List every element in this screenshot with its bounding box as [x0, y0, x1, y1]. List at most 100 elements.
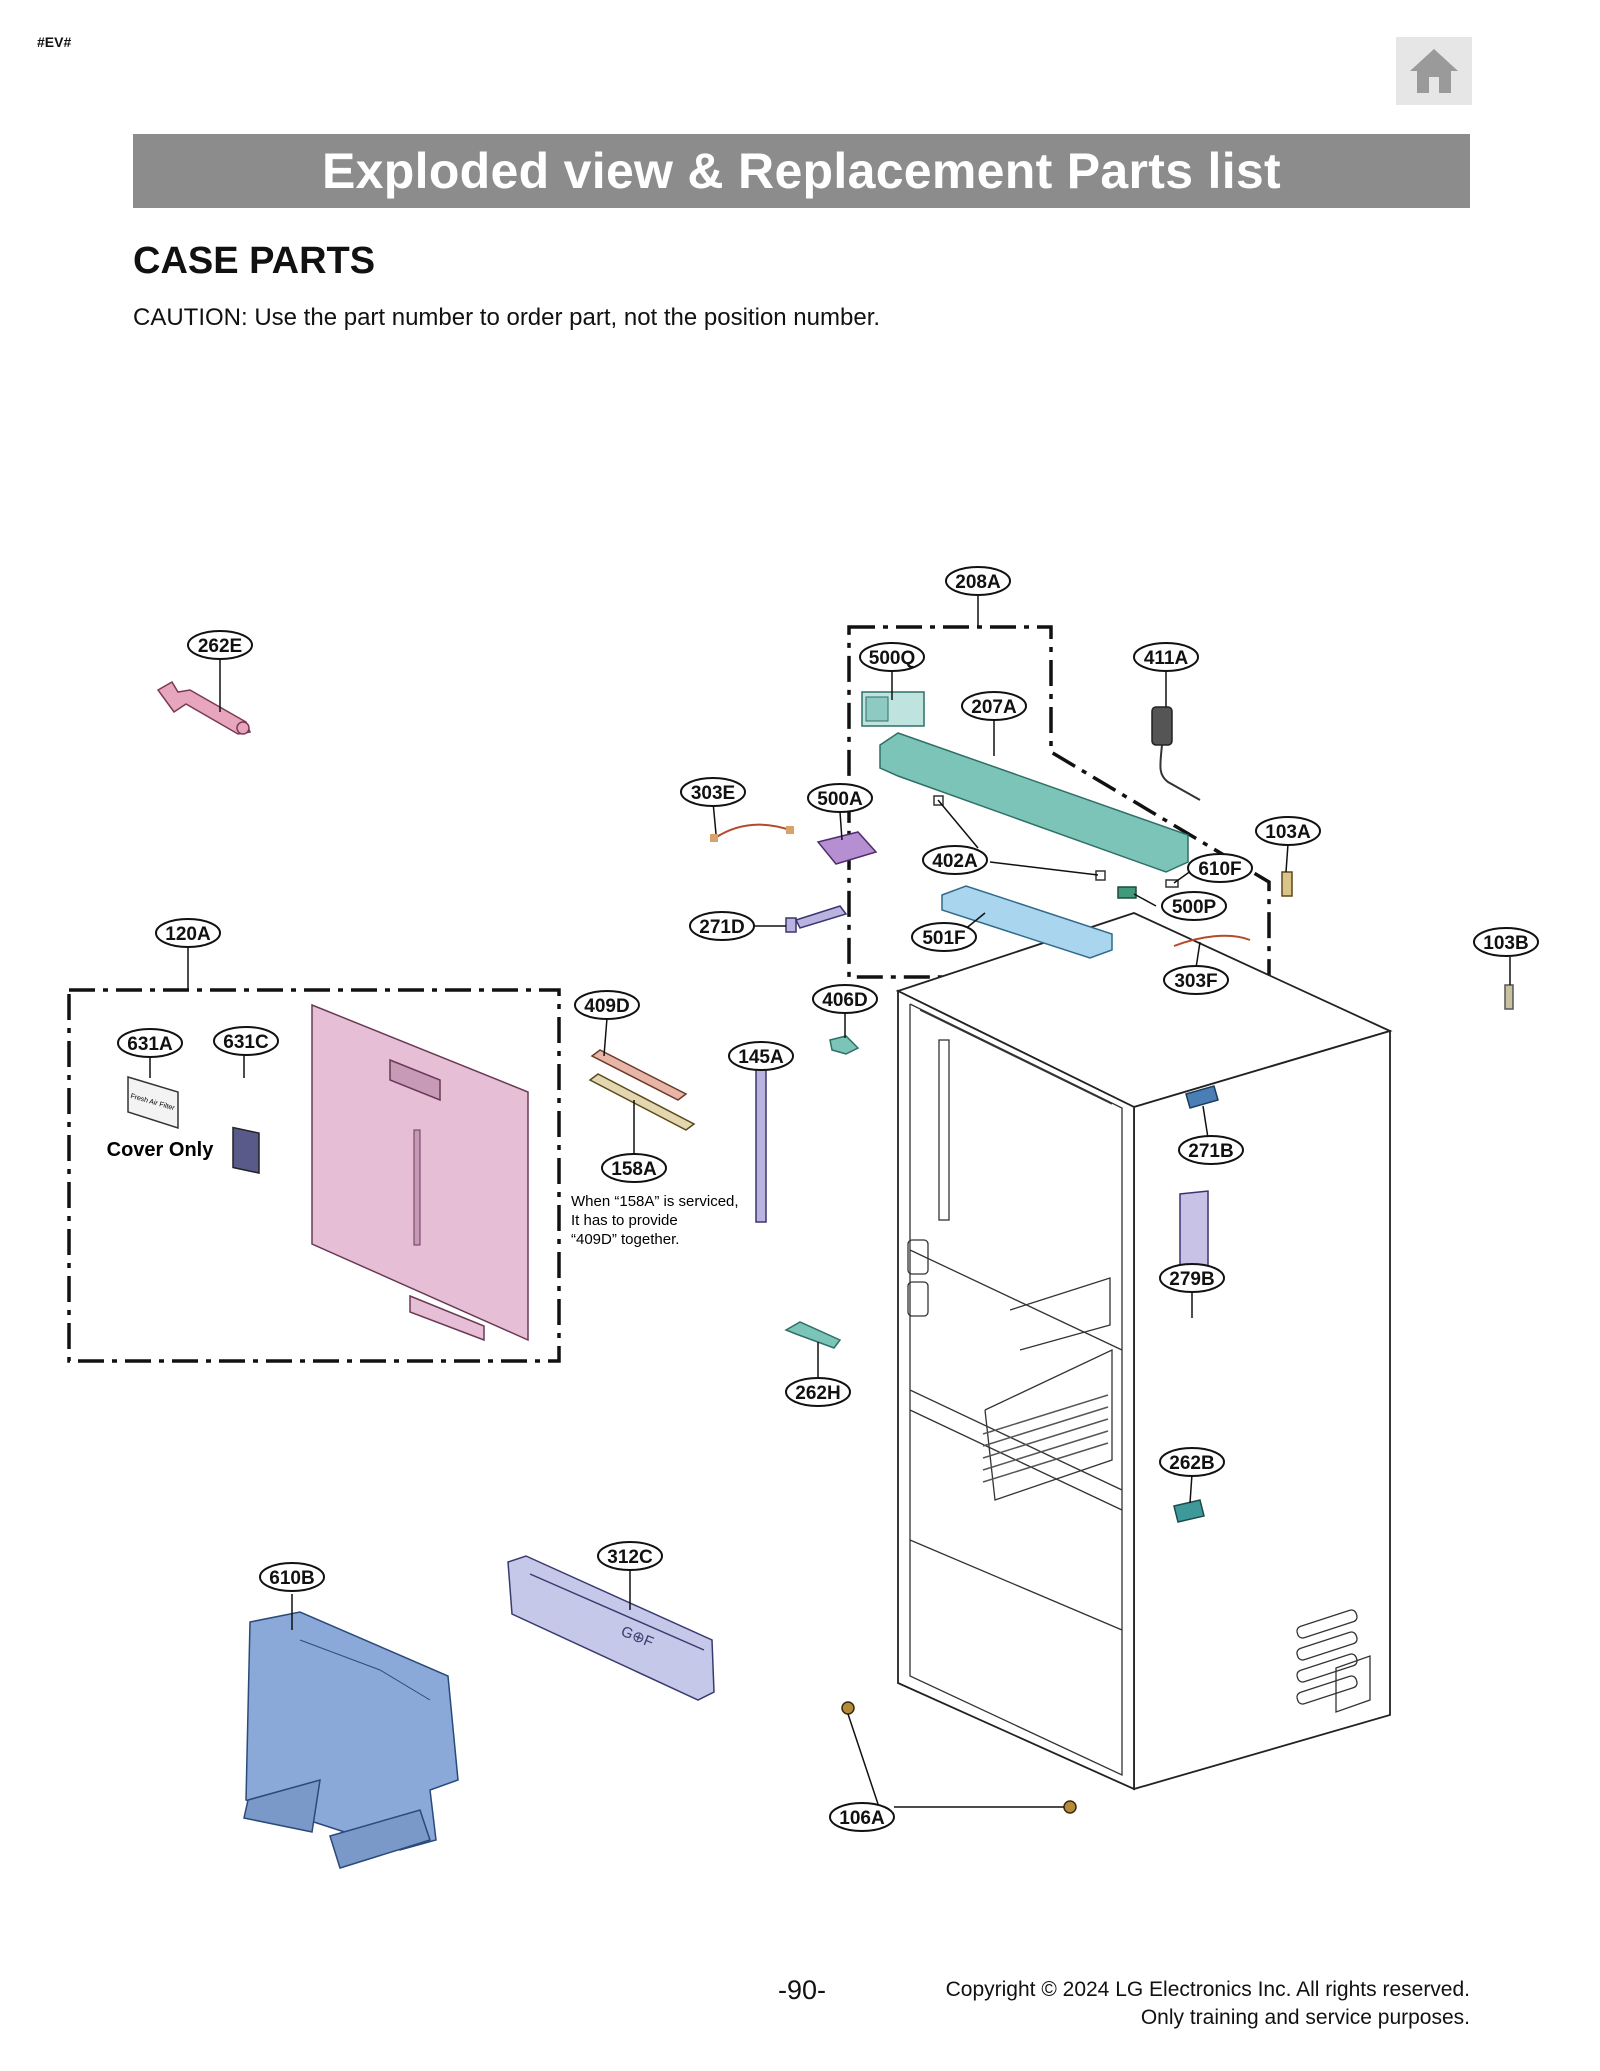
callout-500P: 500P — [1161, 891, 1227, 921]
callout-411A: 411A — [1133, 642, 1199, 672]
page-title: Exploded view & Replacement Parts list — [322, 143, 1281, 199]
svg-text:500P: 500P — [1172, 897, 1217, 918]
part-158A-strip — [588, 1073, 696, 1131]
svg-text:271B: 271B — [1188, 1141, 1233, 1162]
svg-text:It has to provide: It has to provide — [571, 1212, 678, 1229]
svg-text:312C: 312C — [607, 1547, 653, 1568]
callout-312C: 312C — [597, 1541, 663, 1571]
svg-text:631C: 631C — [223, 1032, 269, 1053]
callout-303E: 303E — [680, 777, 746, 807]
part-411A-power-cord — [1151, 706, 1201, 801]
svg-text:500Q: 500Q — [869, 648, 915, 669]
callout-262B: 262B — [1159, 1447, 1225, 1477]
svg-text:406D: 406D — [822, 990, 867, 1011]
callout-262E: 262E — [187, 630, 253, 660]
page-number: -90- — [778, 1975, 827, 2005]
svg-text:103B: 103B — [1483, 933, 1528, 954]
note-cover-only: Cover Only — [107, 1139, 215, 1161]
svg-text:262H: 262H — [795, 1383, 840, 1404]
callout-145A: 145A — [728, 1041, 794, 1071]
caution-note: CAUTION: Use the part number to order pa… — [133, 304, 881, 331]
refrigerator-case — [895, 912, 1393, 1791]
callout-106A: 106A — [829, 1802, 895, 1832]
part-303F-wire-harness — [1173, 934, 1251, 947]
note-158A: When “158A” is serviced, It has to provi… — [571, 1193, 739, 1248]
svg-text:409D: 409D — [584, 996, 629, 1017]
part-406D-bracket — [829, 1035, 860, 1055]
svg-text:158A: 158A — [611, 1159, 657, 1180]
document-code: #EV# — [37, 34, 72, 50]
part-145A-rail — [755, 1059, 767, 1223]
part-631C-filter — [232, 1126, 260, 1174]
callout-158A: 158A — [601, 1153, 667, 1183]
svg-text:279B: 279B — [1169, 1269, 1214, 1290]
part-409D-strip — [590, 1049, 688, 1101]
part-501F-cover — [941, 885, 1113, 959]
svg-text:207A: 207A — [971, 697, 1017, 718]
svg-text:106A: 106A — [839, 1808, 885, 1829]
callout-271D: 271D — [689, 911, 755, 941]
svg-text:When “158A” is serviced,: When “158A” is serviced, — [571, 1193, 739, 1210]
svg-text:103A: 103A — [1265, 822, 1311, 843]
callout-409D: 409D — [574, 990, 640, 1020]
copyright-line-2: Only training and service purposes. — [1140, 2006, 1470, 2029]
part-262H-bracket — [784, 1321, 842, 1349]
part-312C-basket: G⊕F — [507, 1555, 715, 1701]
home-button[interactable] — [1396, 37, 1472, 105]
part-106A-leveler — [841, 1701, 855, 1715]
part-207A-cover — [879, 732, 1189, 873]
callout-262H: 262H — [785, 1377, 851, 1407]
callout-631A: 631A — [117, 1028, 183, 1058]
part-500A-board — [816, 831, 878, 865]
svg-text:“409D” together.: “409D” together. — [571, 1231, 679, 1248]
svg-text:402A: 402A — [932, 851, 978, 872]
copyright-notice: Copyright © 2024 LG Electronics Inc. All… — [946, 1976, 1470, 2032]
home-icon — [1410, 49, 1458, 93]
part-262E-wrench — [156, 680, 252, 735]
part-120A-filter-door — [311, 1003, 529, 1342]
callout-402A: 402A — [922, 845, 988, 875]
part-103B-bracket — [1504, 984, 1514, 1010]
svg-text:271D: 271D — [699, 917, 744, 938]
svg-text:500A: 500A — [817, 789, 863, 810]
callout-500A: 500A — [807, 783, 873, 813]
part-103A-bracket — [1281, 871, 1293, 897]
part-303E-wire-harness — [714, 823, 791, 839]
callout-631C: 631C — [213, 1026, 279, 1056]
rear-vents — [1296, 1609, 1371, 1713]
svg-text:631A: 631A — [127, 1034, 173, 1055]
callout-501F: 501F — [911, 922, 977, 952]
svg-text:303F: 303F — [1174, 971, 1217, 992]
back-grille — [982, 1394, 1109, 1483]
svg-text:610B: 610B — [269, 1568, 314, 1589]
part-271D-hinge — [785, 905, 848, 933]
callout-279B: 279B — [1159, 1263, 1225, 1293]
group-box-120A — [67, 988, 561, 1363]
callout-103A: 103A — [1255, 816, 1321, 846]
callout-103B: 103B — [1473, 927, 1539, 957]
part-610F-connector — [1165, 879, 1179, 888]
svg-text:411A: 411A — [1144, 648, 1189, 669]
callout-303F: 303F — [1163, 965, 1229, 995]
svg-text:262E: 262E — [198, 636, 242, 657]
part-262B-bracket — [1173, 1499, 1205, 1523]
callout-610F: 610F — [1187, 853, 1253, 883]
part-500P-board — [1117, 886, 1137, 899]
part-271B-hinge — [1185, 1085, 1219, 1109]
svg-text:120A: 120A — [165, 924, 211, 945]
svg-text:262B: 262B — [1169, 1453, 1214, 1474]
callout-207A: 207A — [961, 691, 1027, 721]
callout-208A: 208A — [945, 566, 1011, 596]
svg-text:501F: 501F — [922, 928, 965, 949]
svg-text:208A: 208A — [955, 572, 1001, 593]
title-banner: Exploded view & Replacement Parts list — [133, 134, 1470, 208]
part-631A-filter-cover: Fresh Air Filter — [127, 1075, 179, 1130]
svg-text:303E: 303E — [691, 783, 735, 804]
part-610B-air-duct — [243, 1611, 459, 1869]
callout-406D: 406D — [812, 984, 878, 1014]
svg-text:610F: 610F — [1198, 859, 1241, 880]
section-title: CASE PARTS — [133, 240, 376, 282]
callout-500Q: 500Q — [859, 642, 925, 672]
callout-271B: 271B — [1178, 1135, 1244, 1165]
